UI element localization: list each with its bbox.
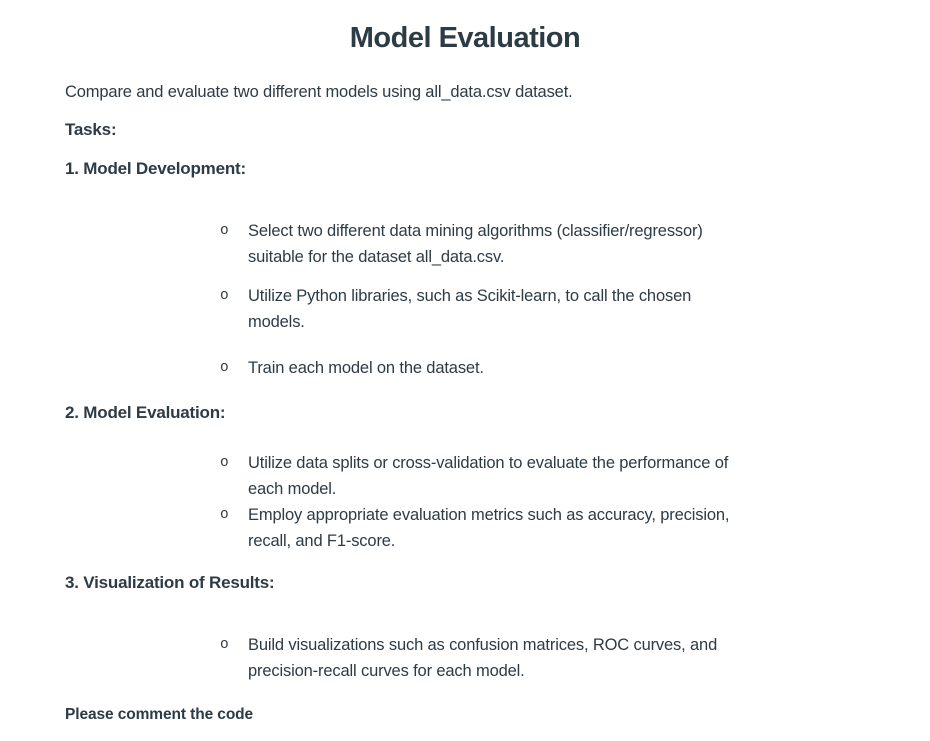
list-item: o Utilize data splits or cross-validatio…: [220, 450, 850, 502]
bullet-text: Train each model on the dataset.: [248, 359, 484, 377]
list-item: o Utilize Python libraries, such as Scik…: [220, 283, 850, 335]
bullet-text: Utilize data splits or cross-validation …: [248, 454, 729, 498]
page-title: Model Evaluation: [349, 22, 581, 54]
bullet-text: Build visualizations such as confusion m…: [248, 636, 718, 680]
section-2-bullet-list: o Utilize data splits or cross-validatio…: [65, 450, 865, 554]
tasks-label: Tasks:: [65, 120, 117, 139]
bullet-o-marker: o: [220, 637, 229, 653]
section-2-heading: 2. Model Evaluation:: [65, 403, 226, 422]
bullet-text: Employ appropriate evaluation metrics su…: [248, 506, 730, 550]
bullet-o-marker: o: [220, 507, 229, 523]
list-item: o Select two different data mining algor…: [220, 218, 850, 270]
section-3-bullet-list: o Build visualizations such as confusion…: [65, 632, 865, 684]
section-3-heading: 3. Visualization of Results:: [65, 573, 275, 592]
bullet-o-marker: o: [220, 360, 229, 376]
bullet-o-marker: o: [220, 455, 229, 471]
bullet-o-marker: o: [220, 223, 229, 239]
intro-paragraph: Compare and evaluate two different model…: [65, 83, 573, 101]
bullet-o-marker: o: [220, 288, 229, 304]
bullet-text: Select two different data mining algorit…: [248, 222, 703, 266]
list-item: o Employ appropriate evaluation metrics …: [220, 502, 850, 554]
section-1-bullet-list: o Select two different data mining algor…: [65, 218, 865, 381]
footer-note: Please comment the code: [65, 706, 254, 723]
list-item: o Train each model on the dataset.: [220, 355, 850, 381]
bullet-text: Utilize Python libraries, such as Scikit…: [248, 287, 692, 331]
section-1-heading: 1. Model Development:: [65, 159, 246, 178]
list-item: o Build visualizations such as confusion…: [220, 632, 850, 684]
